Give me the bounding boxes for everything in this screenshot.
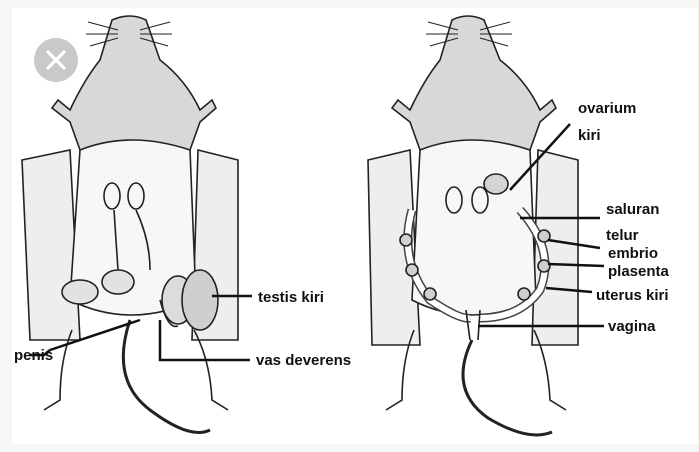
close-button[interactable] (34, 38, 78, 82)
label-vagina: vagina (608, 318, 656, 335)
label-ovarium-kiri: kiri (578, 127, 601, 144)
label-plasenta: plasenta (608, 263, 670, 280)
label-saluran: saluran (606, 201, 659, 218)
rat-dissection-diagram: penis testis kiri vas deverens ovarium k… (12, 8, 698, 444)
label-uterus-kiri: uterus kiri (596, 287, 669, 304)
label-penis: penis (14, 347, 53, 364)
image-frame: penis testis kiri vas deverens ovarium k… (12, 8, 698, 444)
label-ovarium: ovarium (578, 100, 636, 117)
close-icon (34, 38, 78, 82)
label-embrio: embrio (608, 245, 658, 262)
female-rat-figure (368, 16, 578, 435)
label-telur: telur (606, 227, 639, 244)
label-testis-kiri: testis kiri (258, 289, 324, 306)
label-vas-deverens: vas deverens (256, 352, 351, 369)
